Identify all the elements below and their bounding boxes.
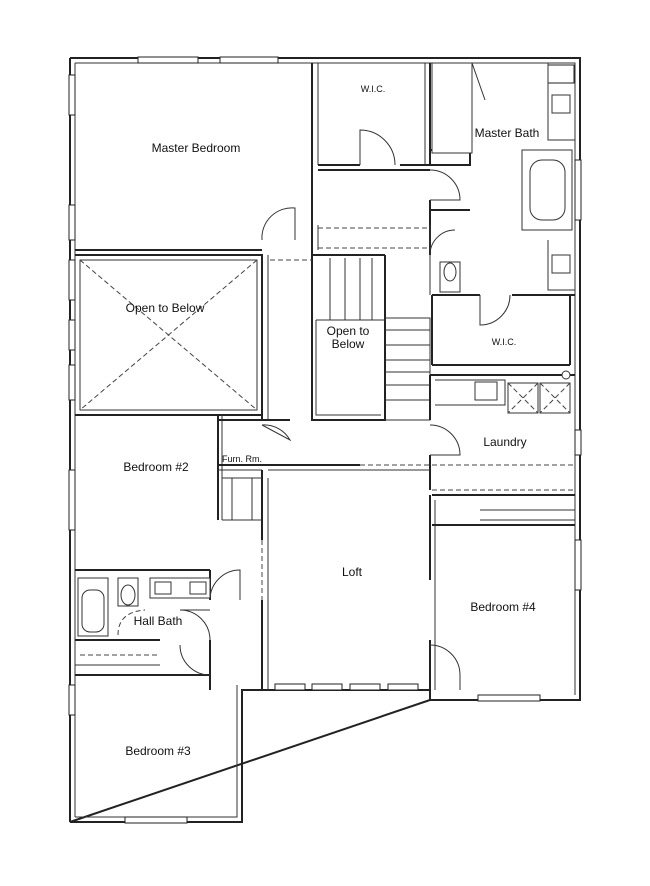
label-loft: Loft xyxy=(342,565,363,579)
label-bedroom-3: Bedroom #3 xyxy=(125,744,191,758)
label-wic-bath: W.I.C. xyxy=(492,337,517,347)
door-swings xyxy=(179,129,511,690)
windows xyxy=(68,56,582,824)
label-hall-bath: Hall Bath xyxy=(134,614,183,628)
room-labels: Master Bedroom W.I.C. Master Bath Open t… xyxy=(123,84,539,758)
label-master-bedroom: Master Bedroom xyxy=(152,141,241,155)
label-master-bath: Master Bath xyxy=(475,126,540,140)
label-bedroom-2: Bedroom #2 xyxy=(123,460,189,474)
interior-walls xyxy=(75,62,575,700)
label-bedroom-4: Bedroom #4 xyxy=(470,600,536,614)
label-wic-master: W.I.C. xyxy=(361,84,386,94)
label-open-below-stair-1: Open to xyxy=(327,324,370,338)
stair-treads xyxy=(329,258,431,421)
label-open-below-left: Open to Below xyxy=(126,301,205,315)
label-laundry: Laundry xyxy=(483,435,526,449)
label-open-below-stair-2: Below xyxy=(332,337,365,351)
label-furn-rm: Furn. Rm. xyxy=(222,454,262,464)
